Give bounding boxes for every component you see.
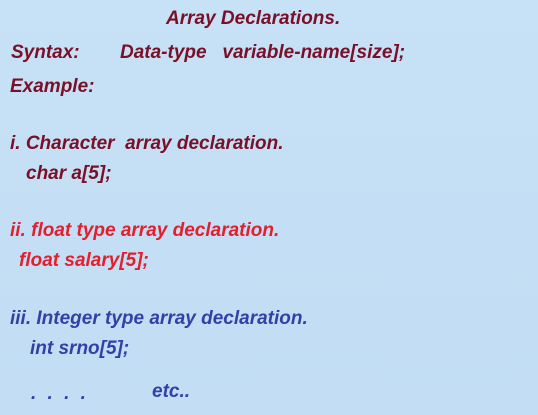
section-integer-code: int srno[5]; xyxy=(30,338,130,359)
section-character-code: char a[5]; xyxy=(26,163,112,184)
section-float-code: float salary[5]; xyxy=(19,250,149,271)
etc-label: etc.. xyxy=(152,381,191,402)
example-label: Example: xyxy=(10,76,95,97)
syntax-label: Syntax: xyxy=(11,42,80,63)
section-integer-heading: iii. Integer type array declaration. xyxy=(10,308,308,329)
ellipsis-dots: . . . . xyxy=(31,383,89,404)
syntax-value: Data-type variable-name[size]; xyxy=(120,42,406,63)
section-float-heading: ii. float type array declaration. xyxy=(10,220,280,241)
page-title: Array Declarations. xyxy=(166,8,341,29)
section-character-heading: i. Character array declaration. xyxy=(10,133,284,154)
